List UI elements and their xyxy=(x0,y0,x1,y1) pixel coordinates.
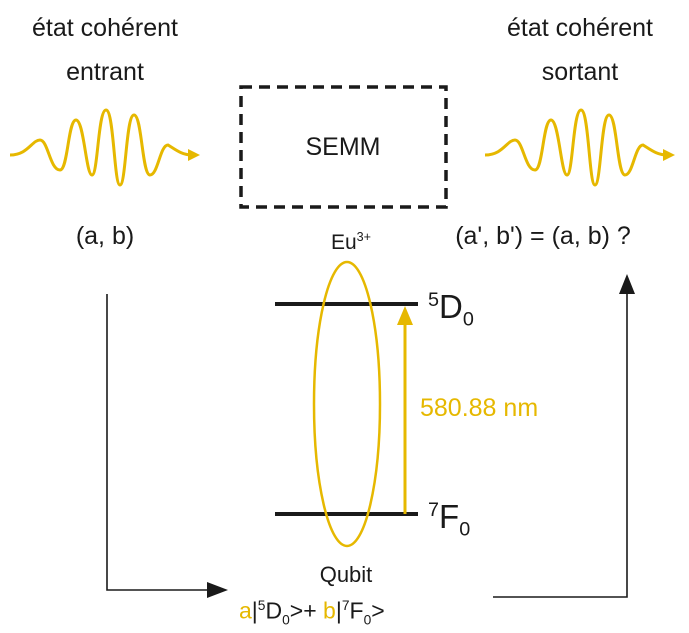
lower-level-sup: 7 xyxy=(428,499,440,521)
ion-label: Eu3+ xyxy=(331,231,371,253)
transition-wavelength: 580.88 nm xyxy=(420,394,539,422)
output-state-title-line1: état cohérent xyxy=(507,14,653,42)
qubit-ket1-close: >+ xyxy=(289,597,317,624)
input-flow-line xyxy=(106,294,208,591)
qubit-coef-a: a xyxy=(239,597,252,624)
lower-level-base: F xyxy=(439,498,460,535)
ion-charge: 3+ xyxy=(356,230,372,244)
qubit-ket2-close: > xyxy=(371,597,385,624)
qubit-label: Qubit xyxy=(319,562,373,587)
outgoing-wave-arrowhead xyxy=(663,149,675,161)
lower-level-label: 7F0 xyxy=(428,500,470,540)
output-coefficients: (a', b') = (a, b) ? xyxy=(455,222,631,250)
qubit-ket1-base: D xyxy=(265,597,283,624)
qubit-ket1-sub: 0 xyxy=(282,612,290,628)
upper-level-base: D xyxy=(439,288,463,325)
lower-level-sub: 0 xyxy=(459,518,471,541)
upper-level-sub: 0 xyxy=(462,308,474,331)
input-coefficients: (a, b) xyxy=(75,222,135,250)
output-state-title-line2: sortant xyxy=(541,58,619,86)
qubit-ket2-base: F xyxy=(349,597,364,624)
qubit-ket2-sup: 7 xyxy=(341,598,350,613)
qubit-ket2-sub: 0 xyxy=(363,612,372,628)
ion-base: Eu xyxy=(330,231,357,254)
upper-level-sup: 5 xyxy=(428,289,440,311)
incoming-wave-arrowhead xyxy=(188,149,200,161)
output-flow-line xyxy=(493,292,628,598)
memory-box-label: SEMM xyxy=(305,133,381,161)
incoming-wave-packet xyxy=(9,108,193,187)
input-flow-arrowhead xyxy=(207,582,228,598)
qubit-coef-b: b xyxy=(323,597,336,624)
outgoing-wave-packet xyxy=(484,108,668,187)
upper-level-label: 5D0 xyxy=(428,290,474,330)
qubit-state: a|5D0>+ b|7F0> xyxy=(239,599,385,627)
input-state-title-line2: entrant xyxy=(66,58,144,86)
qubit-ellipse xyxy=(312,260,382,548)
qubit-ket1-open: | xyxy=(251,597,258,624)
qubit-ket2-open: | xyxy=(335,597,342,624)
qubit-ket1-sup: 5 xyxy=(257,598,266,613)
transition-arrowhead xyxy=(397,306,413,325)
output-flow-arrowhead xyxy=(619,274,635,294)
input-state-title-line1: état cohérent xyxy=(32,14,178,42)
